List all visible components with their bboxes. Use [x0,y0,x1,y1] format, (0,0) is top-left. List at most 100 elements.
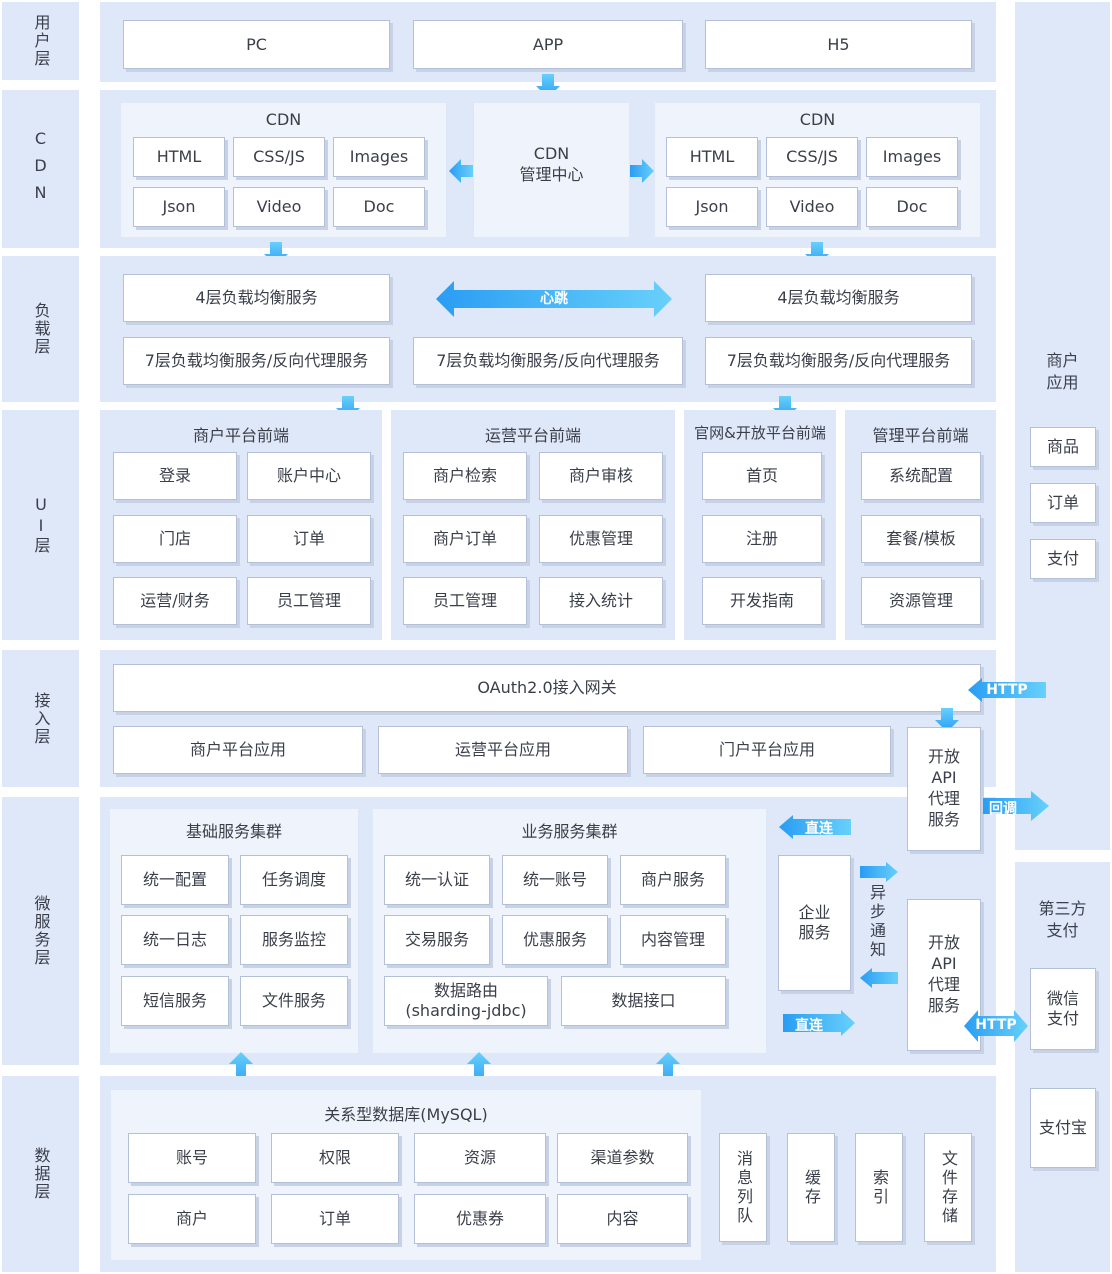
third-party-alipay: 支付宝 [1030,1088,1096,1168]
layer-label-cdn: CDN [2,90,79,248]
http-arrow-in [968,678,1046,702]
lb-l4-left: 4层负载均衡服务 [123,274,390,322]
arrow-right-cdn [630,159,654,183]
direct-label-top: 直连 [805,821,833,837]
data-index: 索引 [855,1133,903,1242]
http-arrow-pay [964,1010,1028,1042]
cdn-right-doc: Doc [866,187,958,227]
ui-merchant-store: 门店 [113,515,237,563]
async-arrow-right [860,862,898,882]
cdn-left-json: Json [133,187,225,227]
cdn-right-title: CDN [799,110,836,129]
micro-biz-auth: 统一认证 [384,855,490,905]
async-arrow-left [860,968,898,988]
access-merchant-app: 商户平台应用 [113,726,363,774]
ui-ops-staff: 员工管理 [403,577,527,625]
cdn-right-video: Video [766,187,858,227]
merchant-app-pay: 支付 [1030,539,1096,579]
data-message-queue: 消息列队 [719,1133,767,1242]
cdn-right-images: Images [866,137,958,177]
layer-label-user: 用户层 [2,2,79,80]
data-cache: 缓存 [787,1133,835,1242]
db-title: 关系型数据库(MySQL) [324,1105,488,1124]
cdn-right-html: HTML [666,137,758,177]
micro-base-scheduler: 任务调度 [240,855,348,905]
db-account: 账号 [128,1133,256,1183]
merchant-app-goods: 商品 [1030,427,1096,467]
layer-label-data-text: 数据层 [31,1147,51,1201]
micro-base-sms: 短信服务 [121,976,229,1026]
oauth-gateway: OAuth2.0接入网关 [113,664,981,712]
cdn-left-doc: Doc [333,187,425,227]
direct-label-bottom: 直连 [795,1018,823,1034]
third-party-column [1015,862,1110,1272]
merchant-app-order: 订单 [1030,483,1096,523]
layer-label-cdn-text: CDN [31,128,50,210]
lb-l4-right: 4层负载均衡服务 [705,274,972,322]
direct-arrow-bottom [783,1010,855,1036]
user-pc: PC [123,20,390,69]
db-coupon: 优惠券 [414,1194,546,1244]
layer-label-ui-text: UI层 [31,495,51,555]
cdn-left-cssjs: CSS/JS [233,137,325,177]
cdn-center-panel [474,103,629,237]
ui-portal-guide: 开发指南 [702,577,822,625]
micro-base-log: 统一日志 [121,915,229,965]
cdn-management-center: CDN 管理中心 [519,144,584,184]
layer-label-ui: UI层 [2,410,79,640]
merchant-apps-title: 商户 应用 [1046,351,1079,392]
lb-l7-2: 7层负载均衡服务/反向代理服务 [413,337,683,385]
cdn-left-html: HTML [133,137,225,177]
ui-ops-discount: 优惠管理 [539,515,663,563]
callback-arrow [983,791,1049,821]
heartbeat-arrow [436,281,672,317]
micro-biz-content: 内容管理 [620,915,726,965]
ui-ops-search: 商户检索 [403,452,527,500]
open-api-proxy-top: 开放 API 代理 服务 [907,727,981,851]
cdn-right-json: Json [666,187,758,227]
layer-label-micro: 微服务层 [2,797,79,1065]
cdn-left-video: Video [233,187,325,227]
access-ops-app: 运营平台应用 [378,726,628,774]
user-app: APP [413,20,683,69]
ui-merchant-finance: 运营/财务 [113,577,237,625]
heartbeat-label: 心跳 [540,291,568,307]
http-pay-label: HTTP [975,1017,1017,1033]
layer-label-micro-text: 微服务层 [31,895,51,967]
ui-portal-register: 注册 [702,515,822,563]
micro-base-title: 基础服务集群 [185,822,282,841]
micro-base-config: 统一配置 [121,855,229,905]
ui-ops-title: 运营平台前端 [484,426,581,445]
micro-biz-merchant: 商户服务 [620,855,726,905]
cdn-right-cssjs: CSS/JS [766,137,858,177]
enterprise-service: 企业 服务 [778,855,851,991]
micro-base-file: 文件服务 [240,976,348,1026]
third-party-title: 第三方 支付 [1038,899,1087,940]
lb-l7-3: 7层负载均衡服务/反向代理服务 [705,337,972,385]
http-in-label: HTTP [986,682,1028,698]
micro-base-monitor: 服务监控 [240,915,348,965]
ui-admin-config: 系统配置 [861,452,981,500]
cdn-left-title: CDN [265,110,302,129]
ui-merchant-order: 订单 [247,515,371,563]
arrow-left-cdn [449,159,473,183]
ui-ops-orders: 商户订单 [403,515,527,563]
layer-label-access-text: 接入层 [31,691,51,746]
db-merchant: 商户 [128,1194,256,1244]
user-h5: H5 [705,20,972,69]
micro-biz-title: 业务服务集群 [521,822,618,841]
ui-admin-template: 套餐/模板 [861,515,981,563]
layer-label-lb-text: 负载层 [31,302,51,356]
merchant-apps-column [1015,2,1110,850]
db-order: 订单 [271,1194,399,1244]
ui-merchant-title: 商户平台前端 [192,426,289,445]
layer-label-lb: 负载层 [2,256,79,402]
db-channel-params: 渠道参数 [557,1133,688,1183]
data-file-storage: 文件存储 [924,1133,972,1242]
layer-label-data: 数据层 [2,1076,79,1272]
ui-admin-title: 管理平台前端 [872,426,969,445]
arrow-down-gateway-api [935,708,959,732]
third-party-wechat-pay: 微信 支付 [1030,968,1096,1050]
ui-merchant-account: 账户中心 [247,452,371,500]
ui-ops-review: 商户审核 [539,452,663,500]
